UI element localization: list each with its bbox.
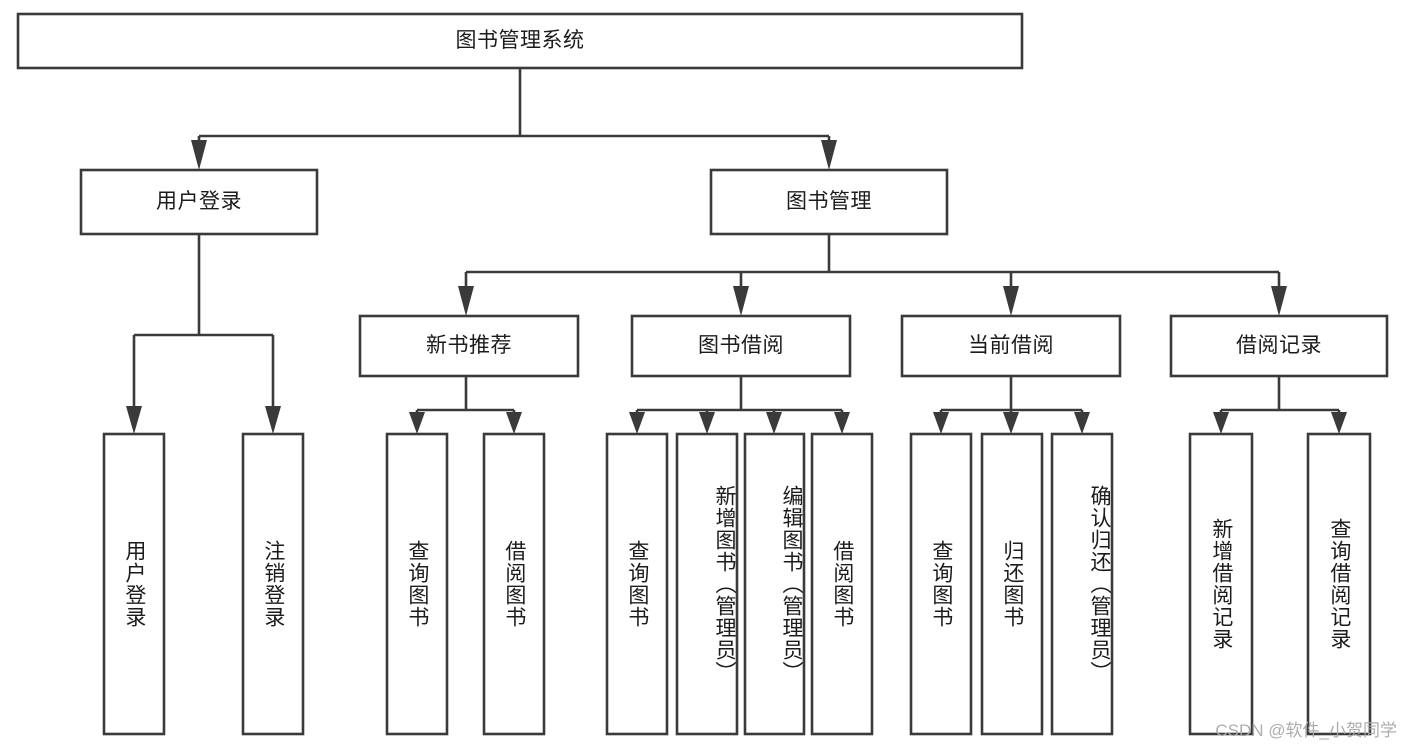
arrow-to-leaf-borrow-2 [766,412,782,434]
arrow-to-leaf-current-1 [1003,412,1019,434]
arrow-to-leaf-current-0 [933,412,949,434]
leaf-box-record-0[interactable] [1188,432,1254,736]
arrow-to-user-login [191,140,207,170]
leaf-box-current-1[interactable] [980,432,1044,736]
leaf-box-current-0[interactable] [909,432,973,736]
node-new-book-recommend-box[interactable] [358,314,580,378]
leaf-box-recommend-0[interactable] [385,432,449,736]
leaf-box-record-1[interactable] [1306,432,1372,736]
arrow-to-leaf-record-0 [1213,412,1229,434]
arrow-to-leaf-record-1 [1331,412,1347,434]
leaf-box-borrow-2[interactable] [743,432,806,736]
arrow-to-leaf-user-login-0 [126,406,142,434]
node-user-login-box[interactable] [79,168,319,236]
leaf-box-borrow-0[interactable] [605,432,669,736]
arrow-to-leaf-current-2 [1074,412,1090,434]
arrow-to-leaf-borrow-0 [629,412,645,434]
arrow-to-current-borrow [1003,286,1019,316]
leaf-box-current-2[interactable] [1050,432,1114,736]
arrow-to-leaf-user-login-1 [265,406,281,434]
arrow-to-borrow-record [1271,286,1287,316]
arrow-to-leaf-borrow-1 [699,412,715,434]
arrow-to-new-book-recommend [458,286,474,316]
leaf-box-user-login-0[interactable] [102,432,166,736]
leaf-box-borrow-1[interactable] [675,432,739,736]
leaf-box-recommend-1[interactable] [482,432,546,736]
node-borrow-record-box[interactable] [1169,314,1389,378]
node-book-manage-box[interactable] [709,168,949,236]
node-book-borrow-box[interactable] [630,314,852,378]
arrow-to-book-manage [821,140,837,170]
leaf-box-borrow-3[interactable] [810,432,874,736]
node-root-box[interactable] [16,12,1024,70]
node-current-borrow-box[interactable] [900,314,1122,378]
leaf-box-user-login-1[interactable] [241,432,305,736]
arrow-to-leaf-borrow-3 [834,412,850,434]
arrow-to-leaf-recommend-0 [409,412,425,434]
arrow-to-book-borrow [733,286,749,316]
arrow-to-leaf-recommend-1 [506,412,522,434]
